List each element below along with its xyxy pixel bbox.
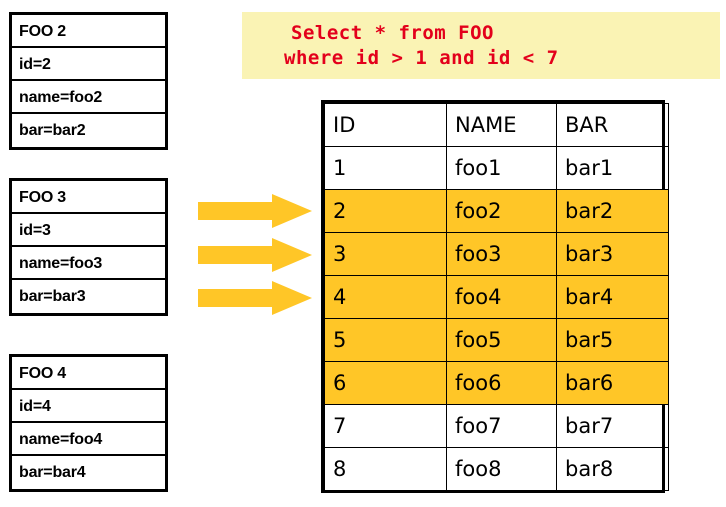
cell-id: 4	[324, 275, 447, 319]
object-card-field-name: name=foo2	[12, 81, 165, 114]
cell-bar: bar7	[556, 404, 669, 448]
cell-name: foo3	[446, 232, 557, 276]
column-header-name: NAME	[446, 103, 557, 147]
flow-arrow-icon	[198, 281, 312, 315]
object-card-foo2: FOO 2 id=2 name=foo2 bar=bar2	[9, 12, 168, 150]
object-card-field-id: id=3	[12, 214, 165, 247]
table-row: 5 foo5 bar5	[324, 318, 669, 362]
cell-id: 3	[324, 232, 447, 276]
object-card-foo4: FOO 4 id=4 name=foo4 bar=bar4	[9, 354, 168, 492]
cell-name: foo5	[446, 318, 557, 362]
cell-bar: bar2	[556, 189, 669, 233]
sql-query-line-1: Select * from FOO	[291, 22, 494, 44]
sql-query-box: Select * from FOO where id > 1 and id < …	[242, 12, 720, 79]
flow-arrow-icon	[198, 194, 312, 228]
object-card-field-id: id=4	[12, 390, 165, 423]
object-card-field-name: name=foo3	[12, 247, 165, 280]
object-card-foo3: FOO 3 id=3 name=foo3 bar=bar3	[9, 178, 168, 316]
cell-bar: bar1	[556, 146, 669, 190]
cell-bar: bar6	[556, 361, 669, 405]
table-row: 2 foo2 bar2	[324, 189, 669, 233]
table-row: 3 foo3 bar3	[324, 232, 669, 276]
cell-bar: bar3	[556, 232, 669, 276]
table-row: 1 foo1 bar1	[324, 146, 669, 190]
table-row: 7 foo7 bar7	[324, 404, 669, 448]
object-card-field-name: name=foo4	[12, 423, 165, 456]
cell-id: 7	[324, 404, 447, 448]
object-card-field-id: id=2	[12, 48, 165, 81]
object-card-field-bar: bar=bar4	[19, 464, 86, 481]
table-row: 4 foo4 bar4	[324, 275, 669, 319]
cell-id: 5	[324, 318, 447, 362]
object-card-title: FOO 3	[12, 181, 165, 214]
cell-id: 8	[324, 447, 447, 491]
table-row: 8 foo8 bar8	[324, 447, 669, 491]
sql-query-line-2: where id > 1 and id < 7	[284, 47, 559, 69]
cell-name: foo2	[446, 189, 557, 233]
cell-name: foo4	[446, 275, 557, 319]
object-card-field-bar: bar=bar3	[19, 288, 86, 305]
cell-bar: bar8	[556, 447, 669, 491]
cell-bar: bar5	[556, 318, 669, 362]
cell-name: foo7	[446, 404, 557, 448]
cell-id: 1	[324, 146, 447, 190]
object-card-title: FOO 4	[12, 357, 165, 390]
column-header-bar: BAR	[556, 103, 669, 147]
cell-id: 6	[324, 361, 447, 405]
column-header-id: ID	[324, 103, 447, 147]
table-header-row: ID NAME BAR	[324, 103, 669, 147]
object-card-title: FOO 2	[12, 15, 165, 48]
cell-name: foo8	[446, 447, 557, 491]
cell-name: foo6	[446, 361, 557, 405]
cell-bar: bar4	[556, 275, 669, 319]
cell-name: foo1	[446, 146, 557, 190]
result-table: ID NAME BAR 1 foo1 bar1 2 foo2 bar2 3 fo…	[321, 100, 669, 493]
flow-arrow-icon	[198, 238, 312, 272]
object-card-field-bar: bar=bar2	[19, 122, 86, 139]
cell-id: 2	[324, 189, 447, 233]
table-row: 6 foo6 bar6	[324, 361, 669, 405]
